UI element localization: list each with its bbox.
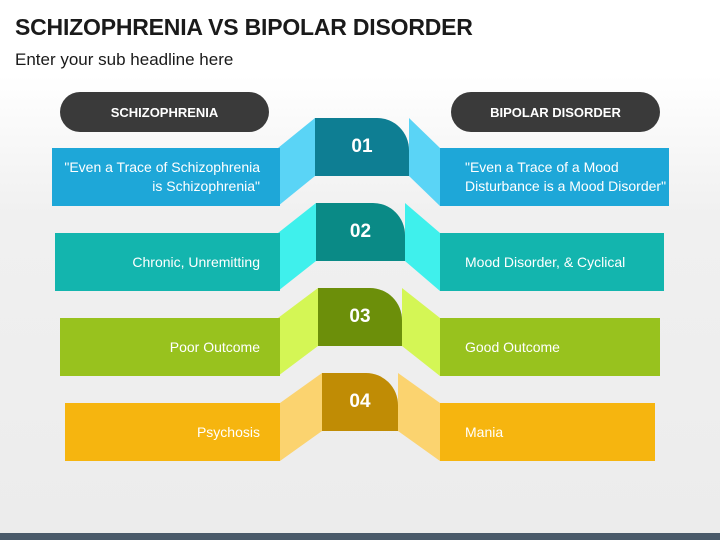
schizophrenia-item-1-text: "Even a Trace of Schizophrenia is Schizo… [64,159,260,194]
bipolar-item-3-text: Good Outcome [465,338,560,355]
bipolar-item-2-text: Mood Disorder, & Cyclical [465,253,626,270]
footer-bar [0,533,720,540]
schizophrenia-item-1: "Even a Trace of Schizophrenia is Schizo… [52,148,280,206]
number-badge-03-label: 03 [349,306,371,327]
schizophrenia-item-3: Poor Outcome [60,318,280,376]
page-subtitle: Enter your sub headline here [15,50,234,69]
connector-left-01 [278,118,315,206]
connector-right-01 [409,118,440,206]
bipolar-item-4-text: Mania [465,423,504,440]
schizophrenia-item-4-text: Psychosis [196,423,260,440]
connector-left-04 [280,373,322,461]
schizophrenia-header: SCHIZOPHRENIA [60,92,269,132]
number-badge-01: 01 [315,118,409,176]
schizophrenia-item-2-text: Chronic, Unremitting [132,253,260,270]
bipolar-item-1-text: "Even a Trace of a Mood Disturbance is a… [465,159,667,194]
bipolar-item-2: Mood Disorder, & Cyclical [440,233,664,291]
connector-left-03 [278,288,318,376]
number-badge-02-label: 02 [349,221,372,242]
schizophrenia-item-4: Psychosis [65,403,280,461]
bipolar-item-4: Mania [440,403,655,461]
bipolar-item-1: "Even a Trace of a Mood Disturbance is a… [440,148,669,206]
schizophrenia-item-3-text: Poor Outcome [169,338,260,355]
number-badge-04: 04 [322,373,398,431]
bipolar-item-3: Good Outcome [440,318,660,376]
number-badge-04-label: 04 [349,391,371,412]
number-badge-01-label: 01 [351,136,373,157]
number-badge-03: 03 [318,288,402,346]
connector-right-04 [398,373,440,461]
bipolar-header: BIPOLAR DISORDER [451,92,660,132]
connector-right-02 [405,203,440,291]
page-title: SCHIZOPHRENIA VS BIPOLAR DISORDER [15,14,473,40]
schizophrenia-item-2: Chronic, Unremitting [55,233,280,291]
connector-left-02 [278,203,316,291]
number-badge-02: 02 [316,203,405,261]
connector-right-03 [402,288,440,376]
